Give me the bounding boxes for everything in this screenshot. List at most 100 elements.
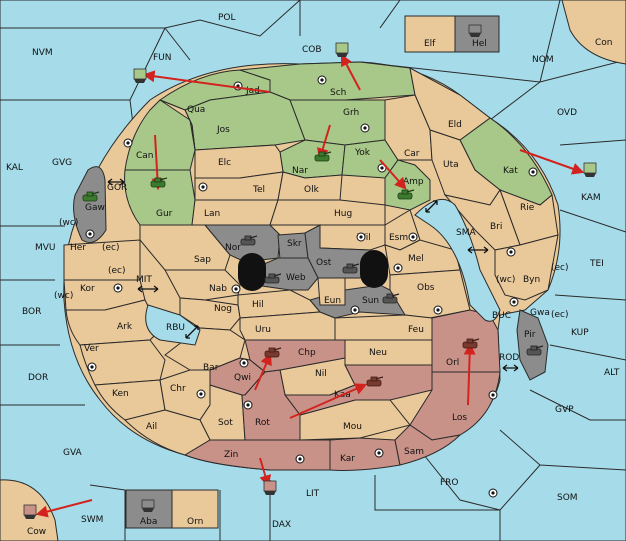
label-Obs: Obs — [417, 283, 435, 293]
label-Ost: Ost — [316, 258, 332, 268]
supply-center-icon — [488, 390, 498, 400]
supply-center-icon — [243, 400, 253, 410]
passage-arrow-icon — [107, 178, 125, 186]
region-Ver[interactable] — [79, 339, 166, 386]
move-arrows — [35, 53, 585, 518]
label-coast-ec1: (ec) — [102, 243, 120, 253]
region-Qua[interactable] — [159, 99, 196, 151]
green-fleet-icon[interactable] — [583, 162, 597, 177]
label-FUN: FUN — [153, 53, 172, 63]
region-Pir[interactable] — [516, 309, 549, 381]
supply-center-icon — [87, 362, 97, 372]
label-FRO: FRO — [440, 478, 459, 488]
grey-army-icon[interactable] — [526, 345, 544, 356]
label-NVM: NVM — [32, 48, 53, 58]
supply-center-icon — [295, 454, 305, 464]
label-Mou: Mou — [343, 422, 362, 432]
label-Con: Con — [595, 38, 613, 48]
red-fleet-icon[interactable] — [23, 504, 37, 519]
label-GOR: GOR — [107, 183, 127, 193]
grey-army-icon[interactable] — [382, 293, 400, 304]
label-coast-ec3: (ec) — [551, 263, 569, 273]
arrow-SWM-Cow — [35, 499, 93, 518]
green-fleet-icon[interactable] — [335, 42, 349, 57]
label-Kor: Kor — [80, 284, 95, 294]
label-Qua: Qua — [187, 105, 205, 115]
region-Neu[interactable] — [344, 339, 433, 366]
green-fleet-icon[interactable] — [133, 68, 147, 83]
region-Elf[interactable] — [404, 15, 456, 53]
region-Wil[interactable] — [319, 224, 386, 251]
black-hub-right — [360, 250, 388, 288]
region-Ail[interactable] — [124, 409, 211, 456]
label-Grh: Grh — [343, 108, 359, 118]
label-Gaw: Gaw — [85, 203, 105, 213]
label-coast-wc3: (wc) — [496, 275, 515, 285]
region-Zin[interactable] — [183, 439, 331, 471]
green-army-icon[interactable] — [82, 191, 100, 202]
region-Elc[interactable] — [194, 144, 284, 179]
region-Hug[interactable] — [269, 199, 386, 226]
region-Sap[interactable] — [139, 224, 231, 271]
grey-army-icon[interactable] — [264, 273, 282, 284]
label-Sun: Sun — [362, 296, 379, 306]
green-army-icon[interactable] — [314, 151, 332, 162]
label-DOR: DOR — [28, 373, 48, 383]
label-Nor: Nor — [225, 243, 241, 253]
grey-fleet-icon[interactable] — [141, 499, 155, 512]
region-Amp[interactable] — [384, 159, 431, 211]
label-Nab: Nab — [209, 284, 227, 294]
label-Cow: Cow — [27, 527, 46, 537]
region-Sam[interactable] — [394, 424, 462, 466]
green-regions — [124, 61, 553, 226]
label-Hel: Hel — [472, 39, 487, 49]
supply-center-icon — [356, 232, 366, 242]
grey-army-icon[interactable] — [240, 235, 258, 246]
supply-center-icon — [393, 263, 403, 273]
label-Can: Can — [136, 151, 154, 161]
label-Gwa: Gwa — [530, 308, 550, 318]
label-Uru: Uru — [255, 325, 271, 335]
supply-center-icon — [198, 182, 208, 192]
label-Bar: Bar — [203, 363, 219, 373]
label-Elf: Elf — [424, 39, 436, 49]
passage-markers — [107, 178, 519, 372]
label-GVA: GVA — [63, 448, 83, 458]
grey-army-icon[interactable] — [342, 263, 360, 274]
red-army-icon[interactable] — [462, 338, 480, 349]
label-Olk: Olk — [304, 185, 320, 195]
arrow-Sch-COB — [340, 53, 361, 91]
region-Sch[interactable] — [239, 61, 416, 101]
label-Sot: Sot — [218, 418, 233, 428]
label-KAM: KAM — [581, 193, 601, 203]
label-MVU: MVU — [35, 243, 56, 253]
region-Orn[interactable] — [171, 489, 219, 529]
label-Sap: Sap — [194, 255, 211, 265]
red-army-icon[interactable] — [366, 376, 384, 387]
label-Feu: Feu — [408, 325, 424, 335]
arrow-Qwi-Chp — [254, 352, 272, 391]
arrow-Zin-LIT — [259, 457, 272, 488]
region-Grh[interactable] — [289, 99, 386, 146]
red-army-icon[interactable] — [264, 347, 282, 358]
label-Ver: Ver — [84, 344, 99, 354]
label-Zin: Zin — [224, 450, 238, 460]
label-Qwi: Qwi — [234, 373, 251, 383]
grey-fleet-icon[interactable] — [468, 24, 482, 37]
region-Eun[interactable] — [317, 277, 346, 306]
black-hub-left — [238, 253, 266, 291]
red-fleet-icon[interactable] — [263, 480, 277, 495]
supply-center-icon — [528, 167, 538, 177]
green-army-icon[interactable] — [397, 189, 415, 200]
passage-arrow-icon — [502, 364, 519, 372]
green-army-icon[interactable] — [150, 177, 168, 188]
region-Gaw[interactable] — [73, 166, 107, 243]
region-Olk[interactable] — [277, 171, 343, 201]
supply-center-icon — [350, 305, 360, 315]
label-OVD: OVD — [557, 108, 577, 118]
inner-bay-SMA[interactable] — [414, 198, 501, 322]
label-Kat: Kat — [503, 166, 518, 176]
fleet-units — [23, 24, 597, 519]
